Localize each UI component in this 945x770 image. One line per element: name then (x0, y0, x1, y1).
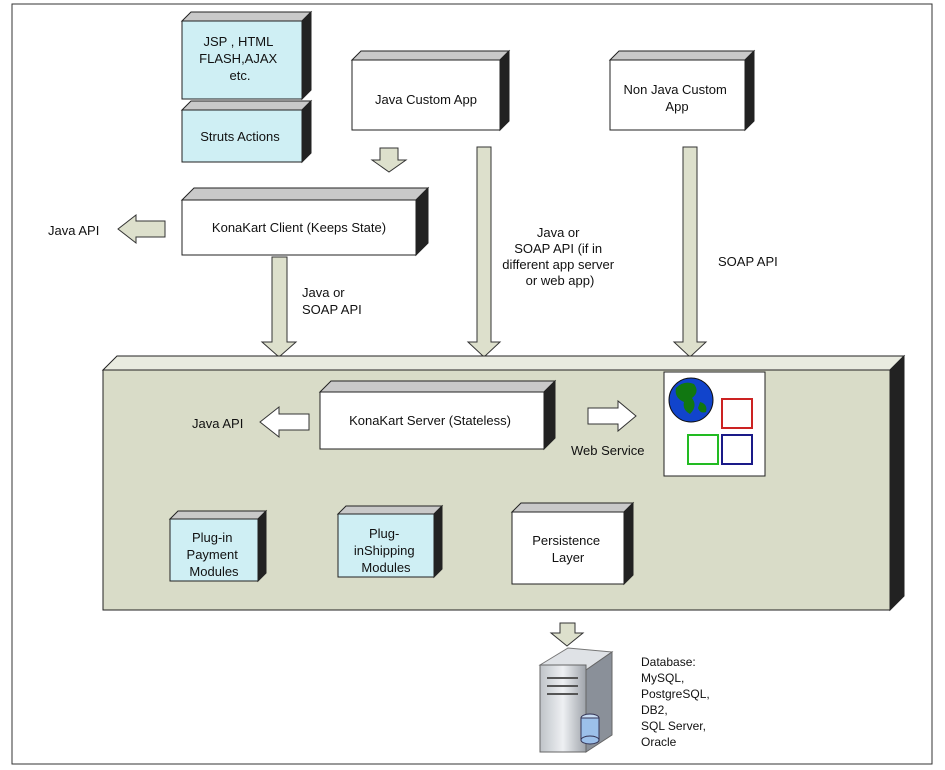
java-custom-app-box: Java Custom App (350, 49, 511, 132)
java-app-arrow-label-1: Java or (537, 225, 580, 240)
jsp-line-3: etc. (230, 68, 251, 83)
down-arrow-non-java-app (672, 146, 708, 358)
client-arrow-label-2: SOAP API (302, 302, 362, 317)
shipping-modules-box: Plug- inShipping Modules (336, 504, 444, 579)
svg-text:Java or SOAP API (if in: Java or SOAP API (if in different app se… (502, 225, 617, 288)
persistence-line-2: Layer (552, 550, 585, 565)
struts-actions-box: Struts Actions (180, 99, 313, 164)
down-arrow-client-to-server (260, 256, 298, 358)
payment-modules-box: Plug-in Payment Modules (168, 509, 268, 583)
java-app-arrow-label-4: or web app) (526, 273, 595, 288)
persistence-layer-box: Persistence Layer (510, 501, 635, 586)
down-arrow-small-top (370, 147, 408, 173)
db-line-5: SQL Server, (641, 719, 706, 733)
shipping-line-1: Plug- (369, 526, 399, 541)
non-java-custom-app-box: Non Java Custom App (608, 49, 756, 132)
database-label: Database: MySQL, PostgreSQL, DB2, SQL Se… (641, 655, 713, 749)
svg-text:Persistence Layer: Persistence Layer (532, 533, 604, 565)
database-server-icon (538, 647, 614, 753)
java-app-arrow-label-3: different app server (502, 257, 614, 272)
db-line-2: MySQL, (641, 671, 684, 685)
client-arrow-label-1: Java or (302, 285, 345, 300)
web-service-label: Web Service (571, 443, 644, 458)
db-line-1: Database: (641, 655, 696, 669)
svg-text:Plug- inShipping M: Plug- inShipping Modules (354, 526, 418, 575)
svg-text:Plug-in Payment Mo: Plug-in Payment Modules (187, 530, 242, 579)
svg-text:JSP , HTML FLASH,AJAX: JSP , HTML FLASH,AJAX etc. (199, 34, 281, 83)
svg-text:Non Java Custom App: Non Java Custom App (624, 82, 731, 114)
down-arrow-to-database (549, 622, 585, 647)
db-line-6: Oracle (641, 735, 677, 749)
persistence-line-1: Persistence (532, 533, 600, 548)
non-java-line-1: Non Java Custom (624, 82, 727, 97)
konakart-client-box: KonaKart Client (Keeps State) (180, 186, 430, 257)
right-arrow-web-service (587, 399, 637, 433)
left-arrow-java-api-server (259, 405, 310, 439)
payment-line-2: Payment (187, 547, 239, 562)
konakart-server-label: KonaKart Server (Stateless) (349, 413, 511, 428)
db-line-4: DB2, (641, 703, 668, 717)
java-app-arrow-label-2: SOAP API (if in (514, 241, 602, 256)
shipping-line-3: Modules (361, 560, 411, 575)
payment-line-1: Plug-in (192, 530, 232, 545)
java-api-top-label: Java API (48, 223, 99, 238)
svg-text:Java or SOAP API: Java or SOAP API (302, 285, 362, 317)
soap-api-label: SOAP API (718, 254, 778, 269)
payment-line-3: Modules (189, 564, 239, 579)
shipping-line-2: inShipping (354, 543, 415, 558)
left-arrow-java-api-top (117, 213, 166, 245)
non-java-line-2: App (665, 99, 688, 114)
jsp-line-2: FLASH,AJAX (199, 51, 277, 66)
jsp-html-box: JSP , HTML FLASH,AJAX etc. (180, 10, 313, 101)
struts-actions-label: Struts Actions (200, 129, 280, 144)
web-service-icon (663, 371, 766, 477)
konakart-client-label: KonaKart Client (Keeps State) (212, 220, 386, 235)
java-custom-app-label: Java Custom App (375, 92, 477, 107)
konakart-server-box: KonaKart Server (Stateless) (318, 379, 557, 451)
down-arrow-java-custom-app (466, 146, 502, 358)
jsp-line-1: JSP , HTML (204, 34, 274, 49)
java-api-server-label: Java API (192, 416, 243, 431)
db-line-3: PostgreSQL, (641, 687, 710, 701)
